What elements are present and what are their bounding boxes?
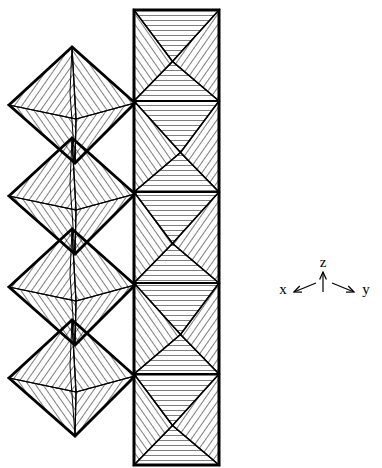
axis-label: y [362,282,370,297]
octahedron-column [134,10,219,465]
octahedron-chain [9,47,135,436]
axis-arrows [294,272,354,292]
octahedron [134,10,219,101]
octahedron [134,283,219,374]
axis-label: x [279,282,287,297]
octahedron [134,374,219,465]
column-outline [134,10,219,465]
octahedron [134,101,219,192]
axis-label: z [320,255,327,270]
octahedron [9,320,135,436]
octahedron [134,192,219,283]
